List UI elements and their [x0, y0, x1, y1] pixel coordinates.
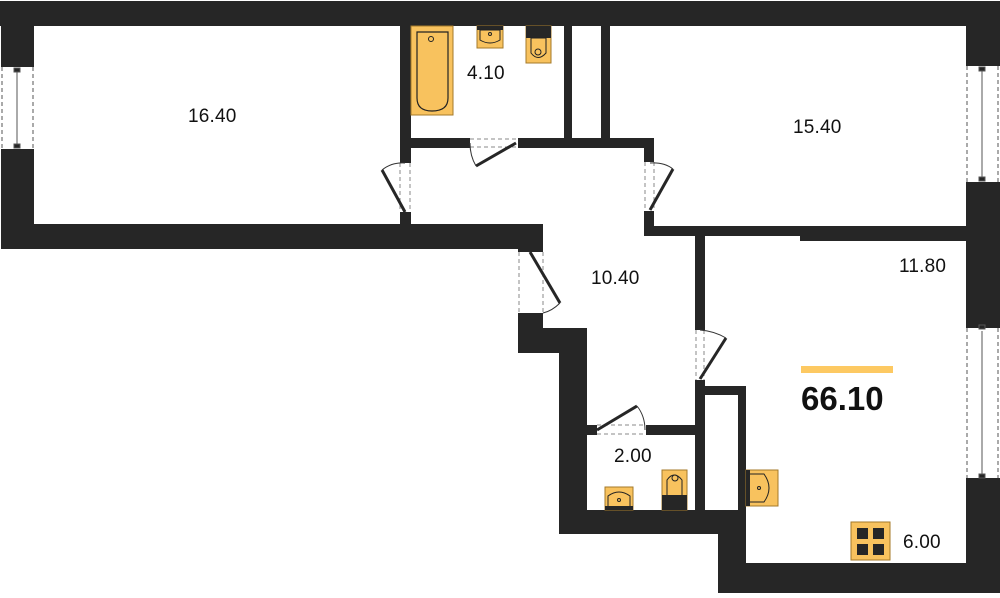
room-area-hallway: 10.40	[591, 268, 640, 289]
room-area-bedroom-left: 16.40	[188, 106, 237, 127]
sink-icon	[476, 25, 504, 49]
toilet-icon	[661, 469, 688, 511]
room-area-living-room: 11.80	[899, 256, 947, 277]
door-living-room	[695, 329, 728, 380]
stove-icon	[850, 521, 891, 561]
room-area-kitchen: 6.00	[903, 532, 941, 553]
toilet-icon	[525, 25, 552, 64]
window-right-bottom	[966, 324, 999, 479]
total-area-accent-bar	[801, 366, 893, 373]
sink-icon	[745, 469, 779, 507]
room-area-bedroom-right: 15.40	[793, 117, 842, 138]
room-area-toilet: 2.00	[614, 446, 652, 467]
door-right-bedroom	[644, 162, 675, 211]
sink-icon	[604, 486, 634, 511]
window-left	[1, 67, 34, 149]
door-bathroom	[469, 138, 518, 168]
window-right-top	[966, 66, 999, 182]
total-area: 66.10	[801, 380, 884, 417]
bathtub-icon	[410, 25, 454, 116]
door-toilet	[596, 404, 646, 435]
door-entrance	[518, 251, 562, 314]
door-left-bedroom	[380, 162, 411, 213]
room-area-bathroom: 4.10	[467, 63, 505, 84]
